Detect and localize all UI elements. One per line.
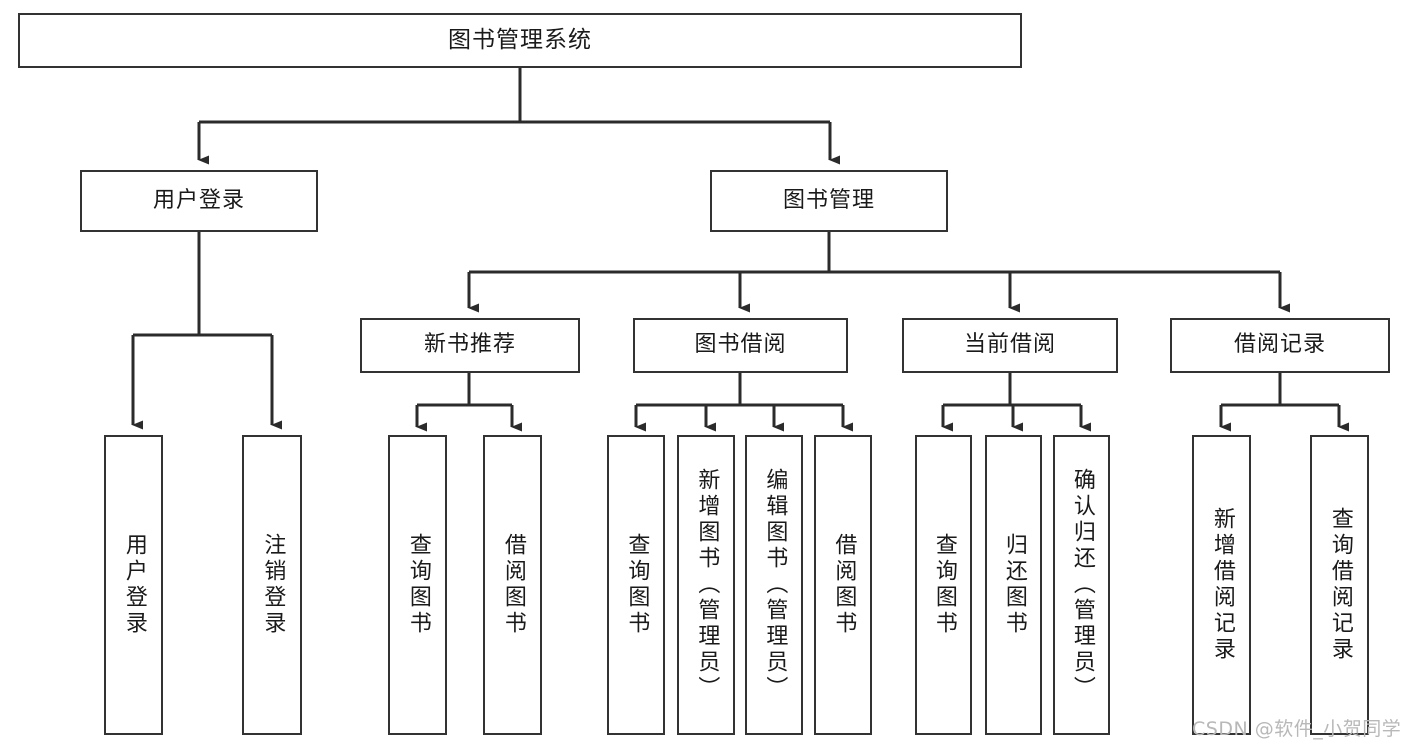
node-leaf-borrow-book-1[interactable]: 借阅图书 — [483, 435, 542, 735]
node-leaf-add-book[interactable]: 新增图书（管理员） — [677, 435, 735, 735]
node-borrow-record-label: 借阅记录 — [1233, 332, 1326, 358]
node-leaf-query-book-2[interactable]: 查询图书 — [607, 435, 665, 735]
node-borrow-record[interactable]: 借阅记录 — [1170, 318, 1390, 373]
node-user-login[interactable]: 用户登录 — [80, 170, 318, 232]
node-leaf-query-book-3[interactable]: 查询图书 — [915, 435, 972, 735]
node-leaf-user-login-label: 用户登录 — [121, 533, 147, 637]
node-leaf-confirm-return[interactable]: 确认归还（管理员） — [1053, 435, 1110, 735]
node-leaf-borrow-book-1-label: 借阅图书 — [500, 533, 526, 637]
node-leaf-return-book[interactable]: 归还图书 — [985, 435, 1042, 735]
node-leaf-logout[interactable]: 注销登录 — [242, 435, 302, 735]
node-new-book-recommend-label: 新书推荐 — [423, 332, 516, 358]
node-book-management[interactable]: 图书管理 — [710, 170, 948, 232]
node-leaf-confirm-return-label: 确认归还（管理员） — [1069, 468, 1095, 702]
node-leaf-return-book-label: 归还图书 — [1001, 533, 1027, 637]
node-leaf-add-record[interactable]: 新增借阅记录 — [1192, 435, 1251, 735]
node-leaf-query-book-3-label: 查询图书 — [931, 533, 957, 637]
node-root-label: 图书管理系统 — [448, 26, 592, 53]
node-book-borrow[interactable]: 图书借阅 — [633, 318, 848, 373]
node-book-borrow-label: 图书借阅 — [694, 332, 787, 358]
node-book-management-label: 图书管理 — [782, 187, 875, 213]
node-leaf-add-book-label: 新增图书（管理员） — [694, 468, 720, 702]
node-leaf-edit-book-label: 编辑图书（管理员） — [762, 468, 788, 702]
node-leaf-query-record-label: 查询借阅记录 — [1327, 507, 1353, 663]
node-leaf-query-record[interactable]: 查询借阅记录 — [1310, 435, 1369, 735]
node-root[interactable]: 图书管理系统 — [18, 13, 1022, 68]
node-leaf-query-book-1-label: 查询图书 — [405, 533, 431, 637]
node-leaf-logout-label: 注销登录 — [260, 533, 286, 637]
node-leaf-query-book-2-label: 查询图书 — [624, 533, 650, 637]
node-leaf-borrow-book-2[interactable]: 借阅图书 — [814, 435, 872, 735]
node-new-book-recommend[interactable]: 新书推荐 — [360, 318, 580, 373]
node-leaf-user-login[interactable]: 用户登录 — [104, 435, 163, 735]
node-leaf-edit-book[interactable]: 编辑图书（管理员） — [745, 435, 803, 735]
node-user-login-label: 用户登录 — [152, 187, 245, 213]
node-current-borrow-label: 当前借阅 — [963, 332, 1056, 358]
node-current-borrow[interactable]: 当前借阅 — [902, 318, 1118, 373]
node-leaf-borrow-book-2-label: 借阅图书 — [831, 533, 857, 637]
node-leaf-query-book-1[interactable]: 查询图书 — [388, 435, 447, 735]
node-leaf-add-record-label: 新增借阅记录 — [1209, 507, 1235, 663]
